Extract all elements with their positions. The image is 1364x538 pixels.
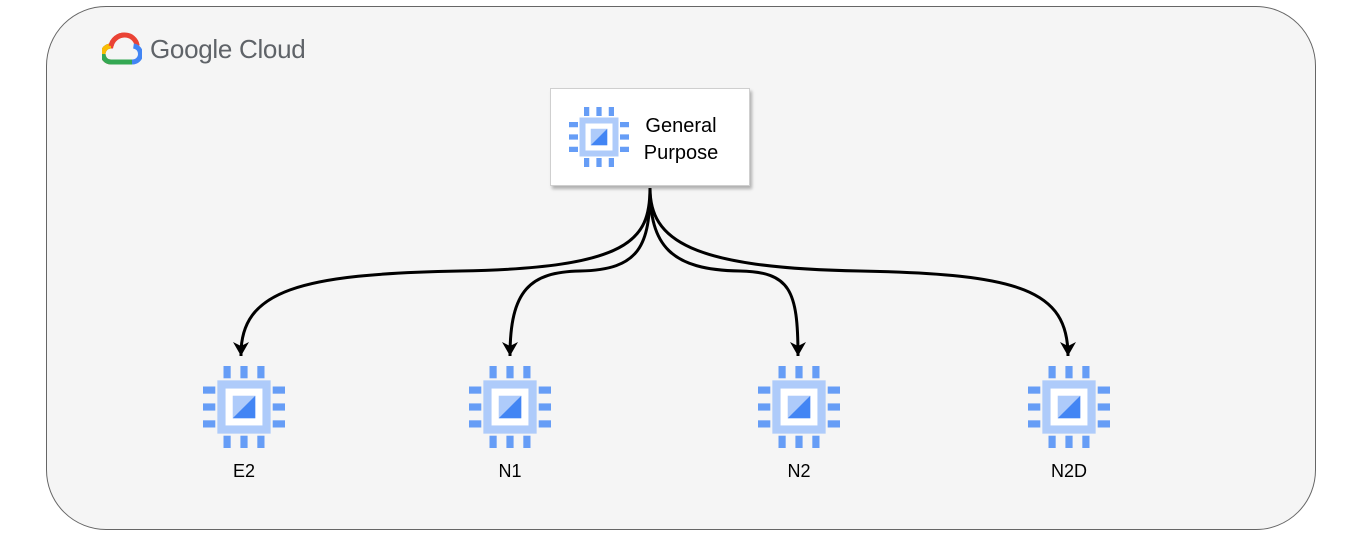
general-purpose-label: General Purpose (643, 115, 719, 164)
compute-engine-chip-icon (758, 366, 840, 448)
e2-label: E2 (232, 461, 256, 481)
edge-general-purpose-to-e2 (233, 187, 652, 357)
google-cloud-wordmark: Google Cloud (150, 34, 306, 64)
edge-general-purpose-to-n1 (502, 187, 652, 357)
n2-node[interactable]: N2 (749, 366, 849, 482)
compute-engine-chip-icon (469, 366, 551, 448)
google-cloud-brand: Google Cloud (102, 32, 306, 66)
compute-engine-chip-icon (569, 107, 629, 167)
compute-engine-chip-icon (203, 366, 285, 448)
n2-label: N2 (787, 461, 811, 481)
edge-general-purpose-to-n2 (648, 187, 806, 357)
n1-label: N1 (498, 461, 522, 481)
n1-node[interactable]: N1 (460, 366, 560, 482)
n2d-node[interactable]: N2D (1019, 366, 1119, 482)
edge-general-purpose-to-n2d (648, 187, 1076, 357)
e2-node[interactable]: E2 (194, 366, 294, 482)
google-cloud-logo-icon (102, 32, 142, 65)
compute-engine-chip-icon (1028, 366, 1110, 448)
n2d-label: N2D (1050, 461, 1087, 481)
general-purpose-node[interactable]: General Purpose (550, 88, 750, 186)
